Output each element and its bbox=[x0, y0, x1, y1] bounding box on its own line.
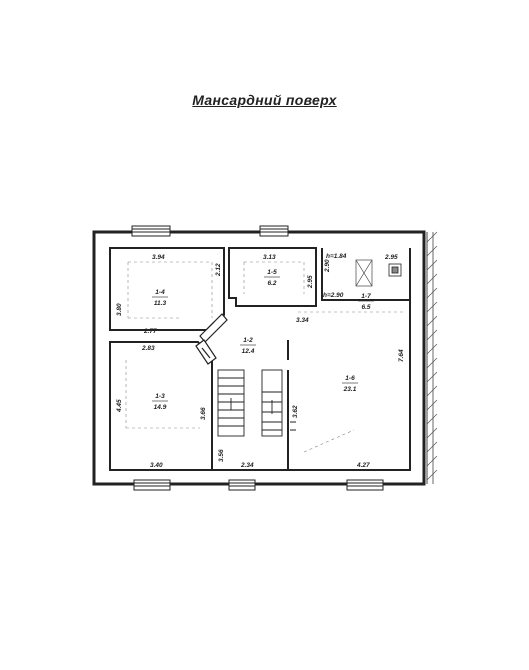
room-1-3: 1-3 14.9 bbox=[152, 393, 168, 411]
room-1-7: 1-7 6.5 bbox=[358, 293, 374, 311]
dim-h-2-90: h=2.90 bbox=[323, 292, 344, 299]
dim-3-94: 3.94 bbox=[152, 254, 165, 261]
vent-box bbox=[388, 263, 402, 277]
outer-wall bbox=[92, 230, 426, 486]
room-1-6-id: 1-6 bbox=[345, 375, 355, 382]
dim-3-13: 3.13 bbox=[263, 254, 276, 261]
room-1-7-area: 6.5 bbox=[361, 304, 370, 311]
dim-2-77: 2.77 bbox=[143, 328, 157, 335]
hatched-wall bbox=[426, 231, 438, 484]
room-1-7-id: 1-7 bbox=[361, 293, 371, 300]
dim-2-95a: 2.95 bbox=[307, 275, 314, 289]
staircase bbox=[217, 369, 283, 437]
dim-4-45: 4.45 bbox=[116, 399, 123, 413]
dim-3-34: 3.34 bbox=[296, 317, 309, 324]
room-1-3-area: 14.9 bbox=[154, 404, 167, 411]
room-1-4-area: 11.3 bbox=[154, 300, 167, 307]
room-1-5: 1-5 6.2 bbox=[264, 269, 280, 287]
dim-2-83: 2.83 bbox=[141, 345, 155, 352]
dim-4-27: 4.27 bbox=[356, 462, 370, 469]
window-top-middle bbox=[259, 225, 289, 237]
dim-3-56: 3.56 bbox=[218, 449, 225, 462]
ceiling-lines bbox=[125, 261, 406, 453]
dim-3-80: 3.80 bbox=[116, 303, 123, 316]
room-1-2: 1-2 12.4 bbox=[240, 337, 256, 355]
door-line bbox=[290, 421, 296, 431]
room-1-2-id: 1-2 bbox=[243, 337, 253, 344]
window-bottom-right bbox=[346, 479, 384, 491]
page-title: Мансардний поверх bbox=[192, 92, 337, 108]
room-1-4-id: 1-4 bbox=[155, 289, 165, 296]
dim-h-1-84: h=1.84 bbox=[326, 253, 347, 260]
diagonal-partitions bbox=[195, 313, 228, 365]
dim-2-12: 2.12 bbox=[215, 263, 222, 277]
dim-3-62: 3.62 bbox=[292, 405, 299, 418]
room-1-6: 1-6 23.1 bbox=[342, 375, 358, 393]
window-bottom-middle bbox=[228, 479, 256, 491]
dim-3-40: 3.40 bbox=[150, 462, 163, 469]
window-top-left bbox=[131, 225, 171, 237]
dim-2-95b: 2.95 bbox=[384, 254, 398, 261]
room-1-5-area: 6.2 bbox=[267, 280, 276, 287]
roof-window bbox=[355, 259, 373, 287]
room-1-5-id: 1-5 bbox=[267, 269, 277, 276]
room-1-3-id: 1-3 bbox=[155, 393, 165, 400]
interior-walls bbox=[109, 247, 411, 471]
dim-7-64: 7.64 bbox=[398, 349, 405, 362]
dim-2-90: 2.90 bbox=[324, 259, 331, 273]
dim-2-34: 2.34 bbox=[240, 462, 254, 469]
room-1-6-area: 23.1 bbox=[343, 386, 357, 393]
room-1-4: 1-4 11.3 bbox=[152, 289, 168, 307]
dim-3-66: 3.66 bbox=[200, 407, 207, 420]
room-1-2-area: 12.4 bbox=[242, 348, 255, 355]
window-bottom-left bbox=[133, 479, 171, 491]
